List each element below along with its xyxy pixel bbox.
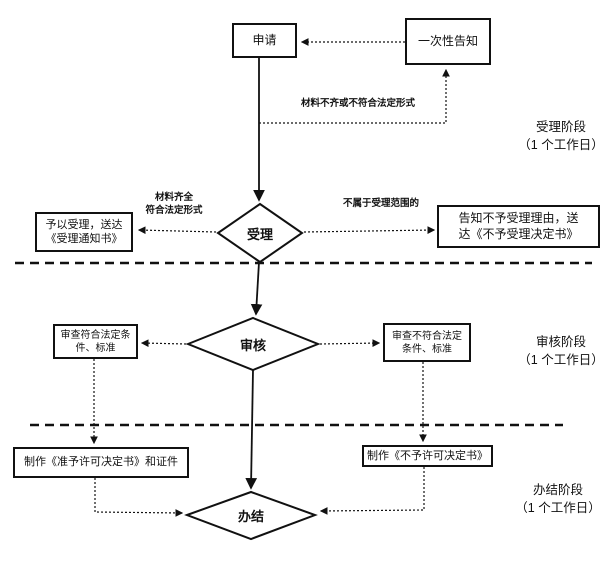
stage-label-finish: 办结阶段 （1 个工作日） — [510, 481, 605, 517]
edge-review-to-finish — [245, 369, 258, 490]
review-diamond — [185, 316, 321, 372]
review-diamond-label: 审核 — [239, 337, 266, 353]
edge-label-incomplete: 材料不齐或不符合法定形式 — [300, 98, 415, 109]
review-pass-box: 审查符合法定条件、标准 — [53, 324, 138, 359]
edge-review-to-pass — [140, 339, 187, 348]
edge-label-complete-line1: 材料齐全 — [154, 192, 193, 203]
review-fail-box: 审查不符合法定条件、标准 — [383, 323, 471, 362]
finish-diamond-label: 办结 — [237, 508, 264, 524]
edge-label-complete-line2: 符合法定形式 — [145, 204, 203, 216]
stage-review-duration: （1 个工作日） — [518, 353, 604, 368]
stage-label-accept: 受理阶段 （1 个工作日） — [513, 118, 605, 154]
apply-box: 申请 — [232, 23, 297, 58]
edge-review-to-fail — [319, 339, 381, 348]
stage-accept-duration: （1 个工作日） — [518, 138, 604, 153]
edge-incomplete-feedback — [259, 68, 450, 124]
edge-accept-to-review — [250, 261, 263, 316]
stage-accept-name: 受理阶段 — [535, 120, 586, 134]
finish-diamond — [184, 490, 318, 541]
make-license-box: 制作《准予许可决定书》和证件 — [13, 447, 189, 478]
stage-label-review: 审核阶段 （1 个工作日） — [513, 333, 605, 369]
edge-accept-to-grant — [137, 226, 217, 235]
accept-deny-box: 告知不予受理理由，送达《不予受理决定书》 — [437, 205, 600, 248]
make-denial-box: 制作《不予许可决定书》 — [362, 445, 493, 467]
stage-review-name: 审核阶段 — [535, 335, 586, 349]
edge-accept-to-deny — [303, 226, 436, 235]
one-time-notice-box: 一次性告知 — [405, 18, 491, 65]
accept-grant-box: 予以受理，送达《受理通知书》 — [35, 212, 133, 252]
edge-label-complete: 材料齐全 符合法定形式 — [134, 192, 214, 218]
stage-finish-name: 办结阶段 — [532, 483, 583, 497]
edge-label-out-of-scope: 不属于受理范围的 — [342, 198, 419, 209]
edge-denial-to-finish — [319, 467, 425, 515]
edge-license-to-finish — [94, 478, 184, 517]
stage-finish-duration: （1 个工作日） — [515, 501, 601, 516]
accept-diamond — [216, 202, 304, 264]
accept-diamond-label: 受理 — [246, 226, 273, 242]
